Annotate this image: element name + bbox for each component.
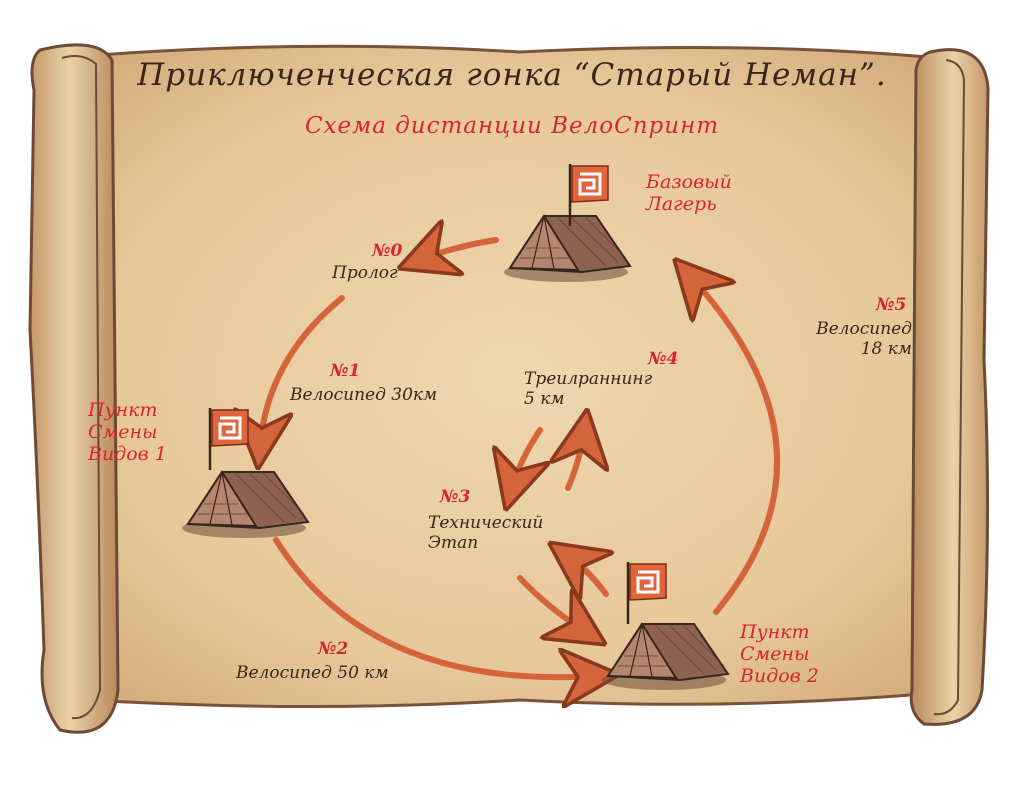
transition2-label-line: Пункт xyxy=(740,621,810,643)
arrow-base-to-prolog xyxy=(420,240,499,260)
transition2-label-line: Видов 2 xyxy=(740,664,819,687)
transition2-label-line: Смены xyxy=(740,642,810,665)
transition1-label: Пункт Смены Видов 1 xyxy=(88,399,167,466)
parchment-scroll xyxy=(28,43,990,734)
arrow-transition1-to-transition2 xyxy=(273,537,596,677)
stage-number: №0 xyxy=(372,241,403,261)
transition1-label-line: Видов 1 xyxy=(88,442,167,465)
transition2-label: Пункт Смены Видов 2 xyxy=(740,621,819,688)
base-camp-label: Базовый Лагерь xyxy=(646,171,732,216)
stage-number: №5 xyxy=(876,295,907,315)
stage-description-line: Этап xyxy=(428,532,479,553)
stage-description-line: 5 км xyxy=(524,388,565,409)
stage-description: Треилраннинг 5 км xyxy=(524,369,653,409)
arrow-prolog-to-transition1 xyxy=(260,295,345,446)
stage-description-line: Треилраннинг xyxy=(524,369,653,389)
stage-number: №4 xyxy=(648,349,679,369)
base-camp-label-line: Базовый xyxy=(646,171,732,193)
arrow-transition2-to-technical xyxy=(568,556,606,594)
page-subtitle: Схема дистанции ВелоСпринт xyxy=(304,113,720,139)
stage-description: Пролог xyxy=(332,263,398,283)
transition1-label-line: Пункт xyxy=(88,399,158,421)
stage-number: №1 xyxy=(330,361,361,381)
stage-description: Велосипед 30км xyxy=(290,385,438,405)
arrow-trailrun-up xyxy=(568,432,584,491)
stage-number: №3 xyxy=(440,487,471,507)
page-title: Приключенческая гонка “Старый Неман”. xyxy=(137,57,887,93)
stage-description-line: Велосипед xyxy=(816,319,912,339)
transition1-label-line: Смены xyxy=(88,420,158,443)
arrow-technical-to-transition2 xyxy=(517,575,586,632)
stage-description-line: Технический xyxy=(428,513,544,533)
stage-description: Велосипед 18 км xyxy=(800,319,912,359)
route-arrows xyxy=(260,240,780,677)
arrow-trailrun-down xyxy=(512,427,540,488)
stage-number: №2 xyxy=(318,639,349,659)
stage-description: Велосипед 50 км xyxy=(236,663,389,683)
stage-description-line: 18 км xyxy=(860,338,912,359)
stage-description: Технический Этап xyxy=(428,513,544,553)
base-camp-label-line: Лагерь xyxy=(646,192,717,215)
arrow-transition2-to-base xyxy=(690,276,780,615)
